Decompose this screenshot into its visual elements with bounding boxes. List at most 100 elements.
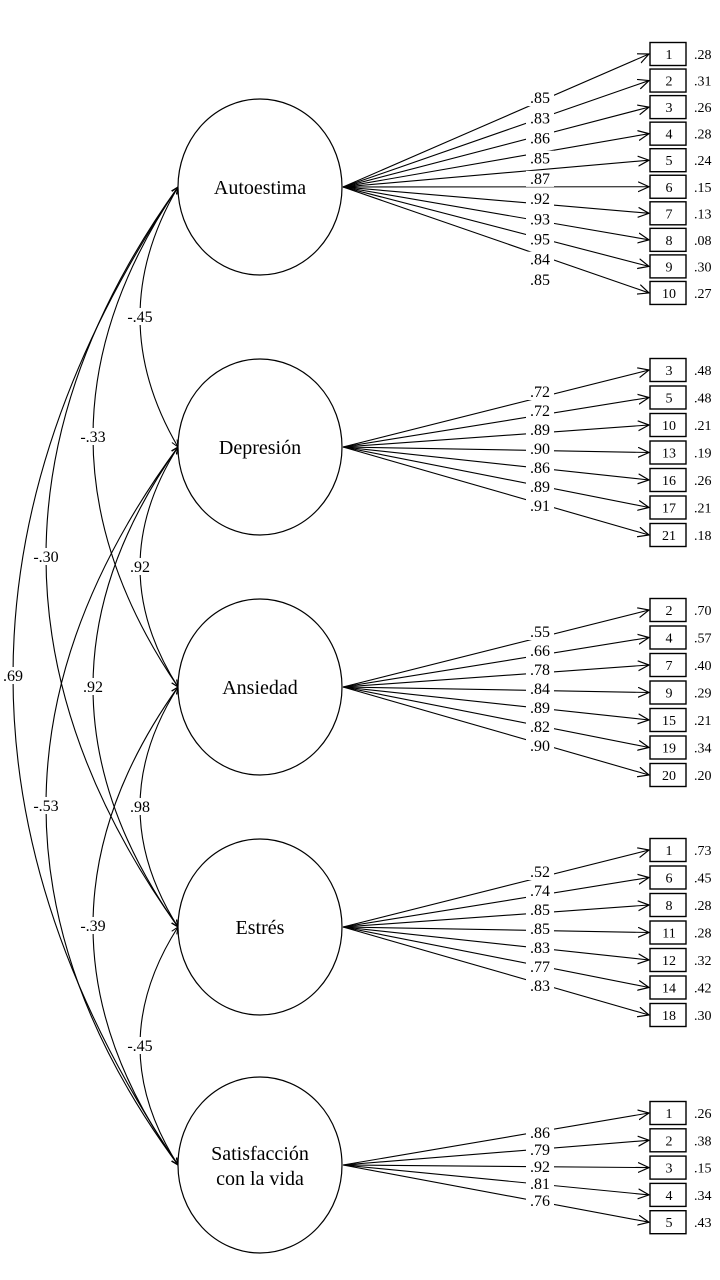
loading-label-bg [526,921,554,937]
loading-arrow-ansiedad-item-4 [342,638,649,688]
latent-label-line: con la vida [216,1168,304,1190]
loading-arrow-depresion-item-21 [342,446,649,535]
item-number-estres-18: 18 [662,1009,676,1024]
loading-arrow-depresion-item-17 [342,446,649,508]
loading-label-bg [526,211,554,228]
loading-label-bg [526,403,554,419]
error-value-autoestima-7: .13 [694,207,712,222]
error-value-autoestima-6: .15 [694,181,712,196]
corr-autoestima-estres-label-bg [29,548,63,565]
error-value-autoestima-8: .08 [694,234,712,249]
item-number-depresion-21: 21 [662,529,676,544]
item-number-autoestima-7: 7 [666,207,673,222]
loading-value-estres-5: .77 [530,959,550,976]
loading-label-bg [526,1193,554,1209]
loading-value-ansiedad-1: .66 [530,643,550,660]
item-number-estres-12: 12 [662,954,676,969]
factor-estres: 1.736.458.2811.2812.3214.4218.30.52.74.8… [177,837,712,1028]
item-box-autoestima-10 [649,280,687,306]
loading-value-estres-2: .85 [530,902,550,919]
item-number-ansiedad-20: 20 [662,769,676,784]
item-box-satisfaccion-con-la-vida-1 [649,1100,687,1126]
latent-label-satisfaccion-con-la-vida: Satisfacción con la vida [211,1143,309,1190]
loading-arrow-ansiedad-item-2 [342,610,649,688]
loading-value-depresion-3: .90 [530,441,550,458]
error-value-ansiedad-2: .70 [694,604,712,619]
loading-arrow-depresion-item-5 [342,398,649,448]
error-value-ansiedad-7: .40 [694,659,712,674]
error-value-estres-12: .32 [694,954,712,969]
corr-autoestima-satisfaccion-con-la-vida-label-bg [0,667,30,684]
item-box-satisfaccion-con-la-vida-3 [649,1155,687,1180]
loading-label-bg [526,498,554,514]
loading-value-ansiedad-0: .55 [530,624,550,641]
item-number-autoestima-9: 9 [666,260,673,275]
item-box-depresion-13 [649,440,687,465]
latent-label-depresion: Depresión [219,437,301,459]
latent-ellipse-depresion [177,358,343,536]
item-number-depresion-10: 10 [662,419,676,434]
loading-value-depresion-2: .89 [530,422,550,439]
item-number-satisfaccion-con-la-vida-3: 3 [666,1162,673,1177]
item-number-ansiedad-2: 2 [666,604,673,619]
loading-value-autoestima-3: .85 [530,151,550,168]
latent-label-ansiedad: Ansiedad [222,677,298,699]
loading-label-bg [526,191,554,208]
item-box-depresion-3 [649,357,687,383]
factor-depresion: 3.485.4810.2113.1916.2617.2121.18.72.72.… [177,357,712,548]
item-number-satisfaccion-con-la-vida-5: 5 [666,1216,673,1231]
loading-label-bg [526,130,554,147]
error-value-depresion-21: .18 [694,529,712,544]
item-number-satisfaccion-con-la-vida-1: 1 [666,1107,673,1122]
error-value-satisfaccion-con-la-vida-5: .43 [694,1216,712,1231]
error-value-autoestima-5: .24 [694,154,712,169]
loading-arrow-autoestima-item-3 [342,107,649,188]
item-box-autoestima-4 [649,121,687,146]
loading-label-bg [526,902,554,918]
item-box-satisfaccion-con-la-vida-2 [649,1128,687,1153]
factor-autoestima: 1.282.313.264.285.246.157.138.089.3010.2… [177,41,712,306]
item-box-estres-18 [649,1002,687,1028]
latent-label-estres: Estrés [236,917,285,939]
error-value-depresion-16: .26 [694,474,712,489]
loading-value-estres-6: .83 [530,978,550,995]
corr-ansiedad-estres-label-bg [123,798,157,815]
loading-label-bg [526,150,554,167]
covariance-labels: -.45.92.98-.45-.33.92-.39-.30-.53.69 [0,308,157,1055]
loading-arrow-ansiedad-item-19 [342,686,649,748]
loading-arrow-autoestima-item-7 [342,186,649,213]
error-value-depresion-5: .48 [694,392,712,407]
loading-value-autoestima-8: .84 [530,252,550,269]
error-value-estres-18: .30 [694,1009,712,1024]
corr-autoestima-depresion-value: -.45 [127,309,152,326]
error-value-ansiedad-9: .29 [694,687,712,702]
corr-ansiedad-satisfaccion-con-la-vida-label-bg [76,917,110,934]
loading-label-bg [526,700,554,716]
item-box-estres-1 [649,837,687,863]
loading-value-ansiedad-2: .78 [530,662,550,679]
latent-label-line: Satisfacción [211,1143,309,1165]
item-box-estres-12 [649,947,687,973]
error-value-satisfaccion-con-la-vida-3: .15 [694,1162,712,1177]
item-number-autoestima-1: 1 [666,48,673,63]
item-number-autoestima-10: 10 [662,287,676,302]
loading-label-bg [526,1125,554,1141]
error-value-autoestima-9: .30 [694,260,712,275]
item-number-depresion-17: 17 [662,502,676,517]
loading-value-autoestima-2: .86 [530,131,550,148]
loading-arrow-depresion-item-16 [342,446,649,480]
loading-value-depresion-1: .72 [530,403,550,420]
item-box-ansiedad-7 [649,652,687,678]
loading-arrow-autoestima-item-8 [342,186,649,240]
loading-arrow-satisfaccion-con-la-vida-item-1 [342,1113,649,1166]
loading-value-autoestima-1: .83 [530,110,550,127]
loading-value-estres-3: .85 [530,921,550,938]
loading-label-bg [526,1159,554,1175]
loading-arrow-estres-item-6 [342,878,649,928]
loading-value-depresion-4: .86 [530,460,550,477]
loading-label-bg [526,681,554,697]
item-box-ansiedad-20 [649,762,687,788]
error-value-depresion-10: .21 [694,419,712,434]
loading-arrow-ansiedad-item-15 [342,686,649,720]
loading-arrow-autoestima-item-10 [342,186,649,293]
